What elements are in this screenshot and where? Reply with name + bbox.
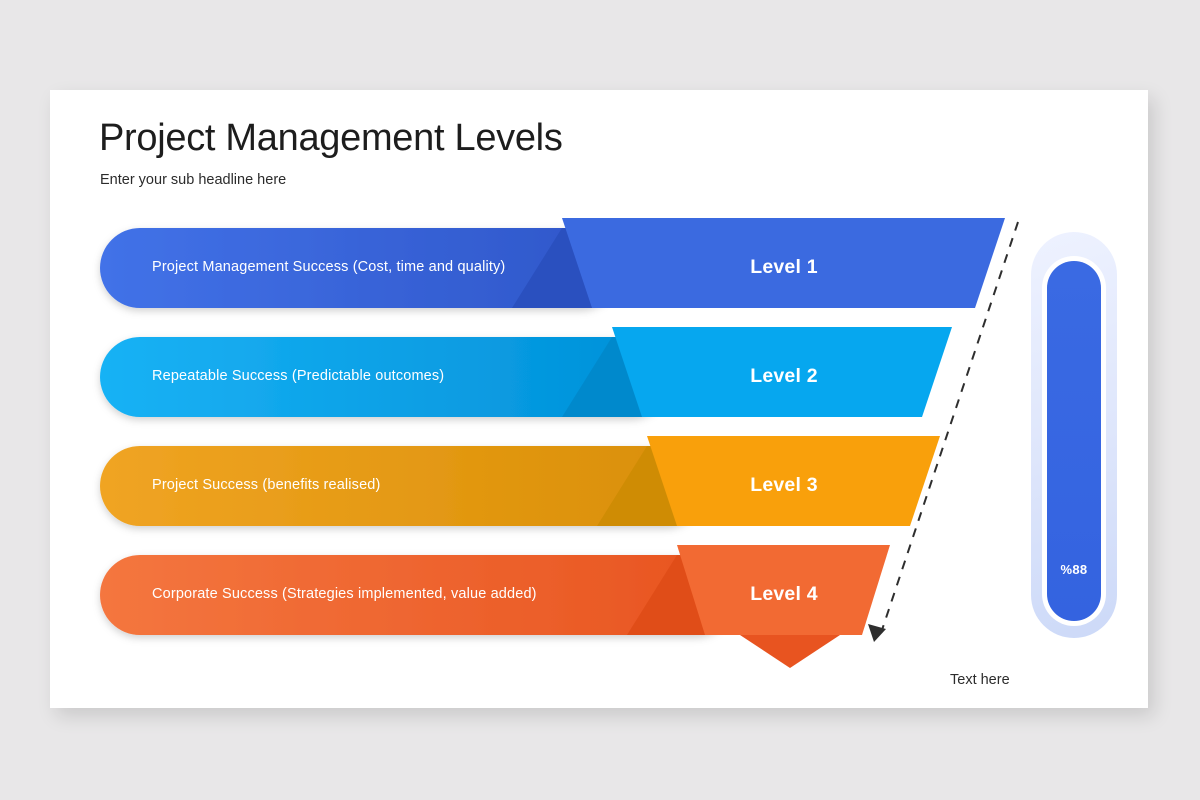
level-3-pill-bar[interactable] (100, 446, 705, 526)
level-2-pill-bar[interactable] (100, 337, 670, 417)
funnel-svg (100, 218, 1019, 668)
level-1-pill-bar[interactable] (100, 228, 620, 308)
dashed-flow-arrow (868, 221, 1019, 642)
funnel-level-4[interactable] (100, 545, 890, 668)
funnel-level-2[interactable] (100, 327, 952, 417)
arrow-head-icon (868, 624, 886, 642)
level-4-trapezoid[interactable] (677, 545, 890, 635)
page-subtitle: Enter your sub headline here (100, 172, 287, 188)
funnel-level-1[interactable] (100, 218, 1005, 308)
slide-card: Project Management Levels Enter your sub… (50, 90, 1148, 708)
funnel-level-3[interactable] (100, 436, 940, 526)
page-title: Project Management Levels (99, 117, 563, 159)
funnel-diagram: Project Management Success (Cost, time a… (50, 90, 1148, 708)
gauge-value-label: %88 (1060, 562, 1088, 577)
level-2-trapezoid[interactable] (612, 327, 952, 417)
level-1-trapezoid[interactable] (562, 218, 1005, 308)
level-4-tip-arrow (740, 635, 840, 668)
side-note-text: Text here (950, 672, 1010, 688)
level-3-trapezoid[interactable] (647, 436, 940, 526)
gauge-fill (1047, 261, 1101, 621)
progress-gauge[interactable]: %88 (1031, 232, 1117, 638)
level-4-pill-bar[interactable] (100, 555, 735, 635)
